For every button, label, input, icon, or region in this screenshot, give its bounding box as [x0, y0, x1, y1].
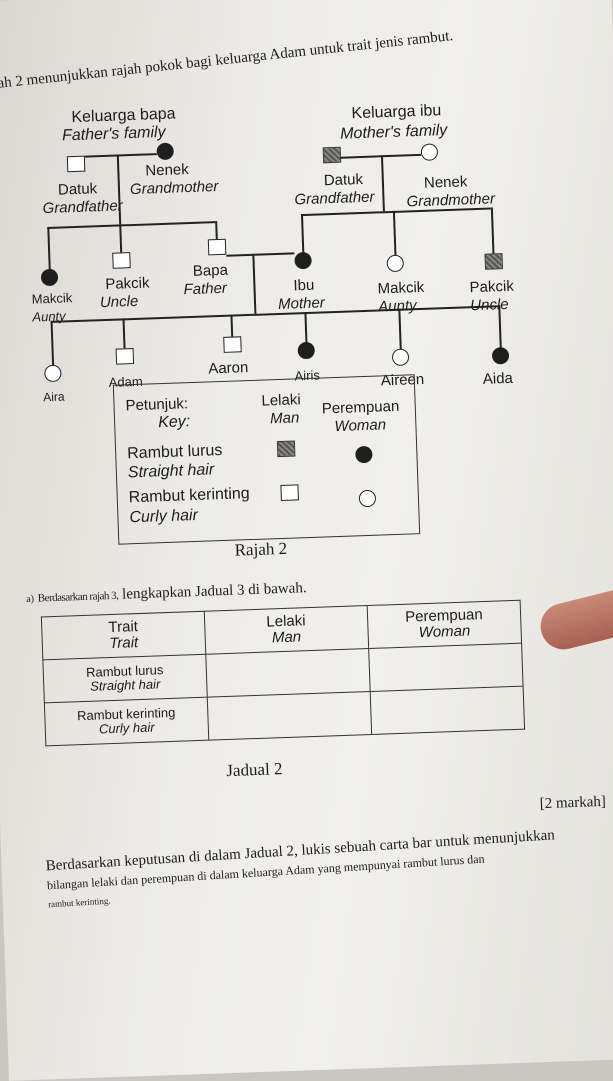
aida-label: Aida: [482, 369, 514, 388]
question-a: a) Berdasarkan rajah 3, lengkapkan Jadua…: [26, 580, 307, 607]
drop-line-aira: [50, 320, 54, 367]
question-a-prefix: Berdasarkan rajah 3,: [37, 589, 119, 605]
row-curly-trait: Rambut kerinting Curly hair: [44, 697, 209, 746]
paternal-uncle-ms: Pakcik: [105, 274, 150, 293]
key-straight-en: Straight hair: [127, 461, 215, 482]
maternal-grandmother-ms: Nenek: [423, 173, 468, 192]
header-man: Lelaki Man: [204, 605, 369, 655]
father-ms: Bapa: [192, 261, 229, 280]
maternal-uncle-ms: Pakcik: [469, 277, 515, 297]
key-woman-ms: Perempuan: [321, 397, 400, 418]
drop-line-aireen: [398, 308, 402, 351]
paternal-uncle-en: Uncle: [99, 292, 139, 312]
mother-straight-circle: [294, 251, 312, 270]
paternal-grandmother-straight-circle: [156, 142, 174, 161]
parents-marriage-line: [226, 252, 295, 257]
paternal-aunt-en: Aunty: [32, 308, 66, 325]
mother-family-ms: Keluarga ibu: [351, 102, 442, 123]
key-title-en: Key:: [157, 413, 191, 432]
aida-straight-circle: [491, 346, 510, 365]
paternal-grandfather-ms: Datuk: [57, 180, 98, 199]
key-straight-man-square: [276, 440, 296, 458]
row-curly-woman-cell[interactable]: [369, 686, 525, 735]
header-woman: Perempuan Woman: [366, 600, 522, 649]
father-curly-square: [207, 238, 227, 256]
aaron-label: Aaron: [208, 359, 249, 378]
key-curly-man-square: [280, 484, 299, 501]
adam-curly-square: [115, 348, 135, 365]
maternal-grandfather-straight-square: [322, 146, 342, 164]
maternal-aunt-en: Aunty: [377, 297, 417, 316]
maternal-sibling-line: [300, 207, 491, 216]
drop-line-mother: [300, 214, 304, 255]
answer-table: Trait Trait Lelaki Man Perempuan Woman R…: [41, 600, 525, 747]
paternal-aunt-ms: Makcik: [31, 290, 73, 307]
maternal-uncle-straight-square: [484, 253, 504, 270]
paternal-grandmother-ms: Nenek: [145, 161, 190, 180]
marks-label: [2 markah]: [539, 793, 607, 813]
intro-text: ajah 2 menunjukkan rajah pokok bagi kelu…: [0, 28, 454, 93]
paternal-grandfather-curly-square: [66, 155, 86, 173]
drop-line-maternal-uncle: [490, 207, 494, 254]
father-family-en: Father's family: [61, 123, 166, 145]
maternal-aunt-curly-circle: [386, 254, 405, 273]
mother-ms: Ibu: [293, 276, 315, 295]
maternal-grandfather-en: Grandfather: [294, 188, 375, 209]
row-straight-man-cell[interactable]: [205, 648, 370, 698]
row-straight-trait: Rambut lurus Straight hair: [42, 654, 208, 703]
question-a-marker: a): [26, 593, 35, 605]
drop-line-uncle: [119, 224, 122, 255]
drop-line-aaron: [230, 314, 233, 339]
paternal-marriage-line: [84, 153, 157, 158]
key-curly-en: Curly hair: [129, 506, 199, 527]
figure-caption: Rajah 2: [234, 538, 288, 560]
parents-descent-line: [252, 253, 256, 314]
paternal-aunt-straight-circle: [40, 268, 59, 287]
maternal-aunt-ms: Makcik: [377, 278, 425, 298]
table-caption: Jadual 2: [226, 759, 283, 781]
father-en: Father: [183, 279, 228, 299]
key-man-ms: Lelaki: [261, 391, 301, 410]
paternal-grandmother-en: Grandmother: [129, 177, 219, 199]
airis-straight-circle: [297, 341, 316, 360]
paternal-sibling-line: [47, 221, 216, 229]
key-man-en: Man: [269, 409, 300, 428]
mother-en: Mother: [277, 294, 326, 313]
maternal-grandfather-ms: Datuk: [323, 170, 364, 190]
question-b: Berdasarkan keputusan di dalam Jadual 2,…: [45, 822, 613, 914]
key-woman-en: Woman: [334, 416, 387, 436]
paternal-grandfather-en: Grandfather: [42, 197, 123, 218]
maternal-grandmother-curly-circle: [420, 143, 439, 161]
paternal-uncle-curly-square: [112, 252, 131, 269]
header-trait: Trait Trait: [41, 611, 206, 660]
mother-family-en: Mother's family: [339, 121, 448, 143]
key-title-ms: Petunjuk:: [125, 395, 189, 415]
aira-curly-circle: [44, 364, 62, 383]
aireen-curly-circle: [391, 348, 410, 367]
aira-label: Aira: [42, 389, 65, 405]
row-curly-man-cell[interactable]: [207, 691, 372, 741]
question-a-text: lengkapkan Jadual 3 di bawah.: [121, 580, 307, 603]
row-straight-woman-cell[interactable]: [368, 643, 524, 692]
drop-line-airis: [304, 312, 308, 345]
drop-line-aunt: [47, 226, 51, 271]
key-straight-ms: Rambut lurus: [126, 442, 223, 463]
aaron-curly-square: [223, 336, 242, 353]
drop-line-maternal-aunt: [392, 210, 397, 257]
maternal-descent-line: [380, 155, 385, 212]
drop-line-adam: [122, 318, 126, 351]
